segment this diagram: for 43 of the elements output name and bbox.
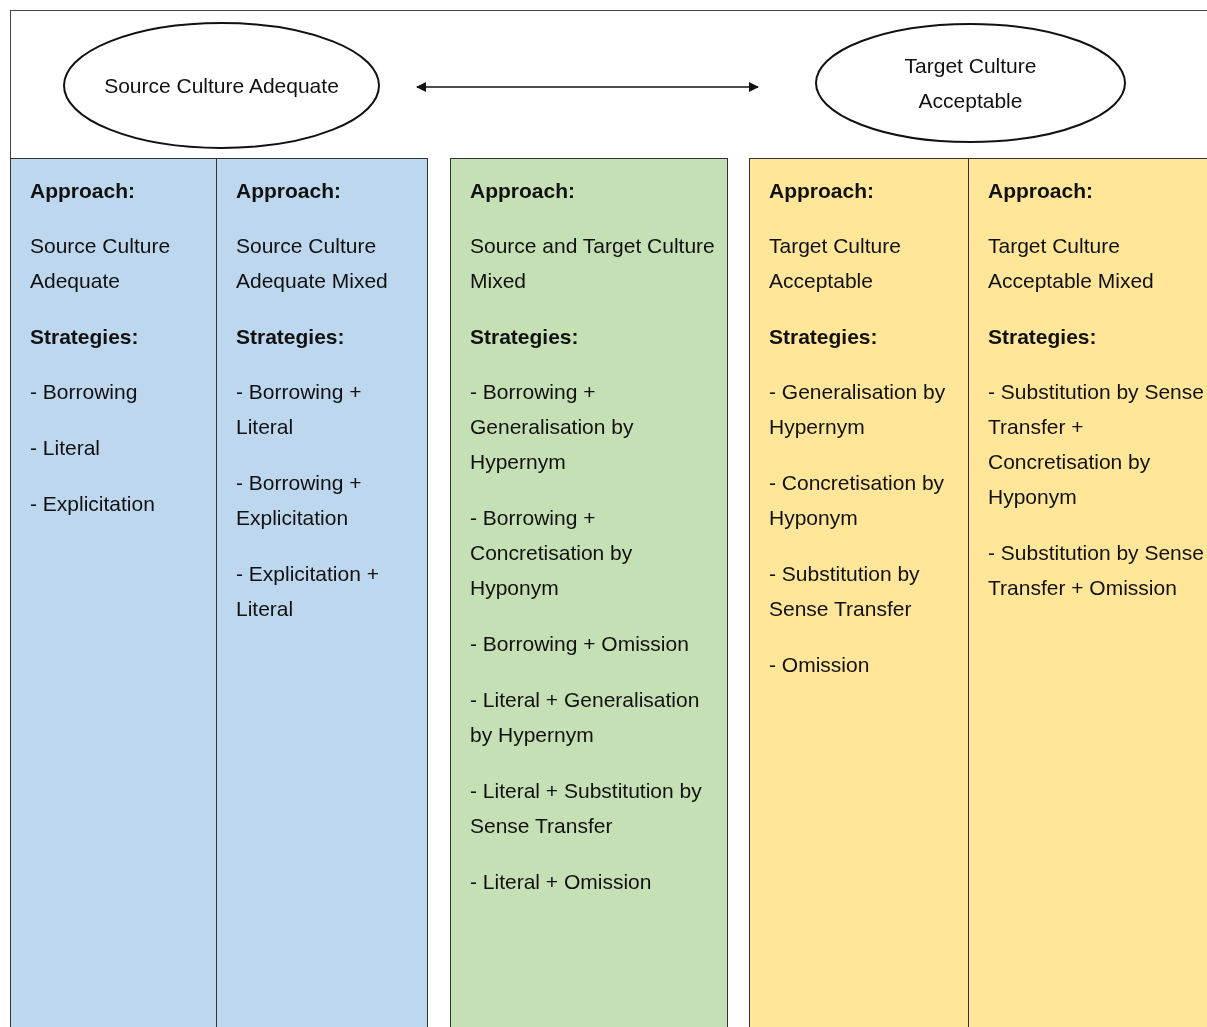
strategy-item: - Literal + Generalisation by Hypernym xyxy=(470,687,701,748)
strategy-item: - Substitution by Sense Transfer + Concretisation by Hyponym xyxy=(988,379,1205,510)
strategy-item: - Substitution by Sense Transfer + Omission xyxy=(988,540,1205,601)
approach-text: Source Culture Adequate Mixed xyxy=(236,233,389,294)
node-label: Source Culture Adequate xyxy=(103,73,340,99)
strategy-item: - Explicitation + Literal xyxy=(236,561,380,622)
ellipse-node xyxy=(815,23,1126,143)
strategy-column xyxy=(450,158,728,1027)
strategy-item: - Omission xyxy=(769,652,871,678)
section-heading: Approach: xyxy=(30,178,136,204)
strategy-item: - Borrowing + Literal xyxy=(236,379,363,440)
section-heading: Approach: xyxy=(988,178,1094,204)
strategy-item: - Literal xyxy=(30,435,102,461)
approach-text: Source Culture Adequate xyxy=(30,233,172,294)
strategy-item: - Explicitation xyxy=(30,491,156,517)
approach-text: Target Culture Acceptable Mixed xyxy=(988,233,1155,294)
strategy-column xyxy=(968,158,1207,1027)
approach-text: Source and Target Culture Mixed xyxy=(470,233,716,294)
section-heading: Approach: xyxy=(470,178,576,204)
section-heading: Strategies: xyxy=(988,324,1098,350)
node-label: Target Culture Acceptable xyxy=(903,53,1038,114)
double-arrow xyxy=(416,82,759,92)
section-heading: Strategies: xyxy=(30,324,140,350)
strategy-item: - Borrowing xyxy=(30,379,139,405)
strategy-item: - Borrowing + Explicitation xyxy=(236,470,363,531)
strategy-item: - Concretisation by Hyponym xyxy=(769,470,946,531)
section-heading: Approach: xyxy=(769,178,875,204)
section-heading: Approach: xyxy=(236,178,342,204)
ellipse-node xyxy=(63,22,380,149)
strategy-item: - Generalisation by Hypernym xyxy=(769,379,947,440)
strategy-item: - Borrowing + Generalisation by Hypernym xyxy=(470,379,635,475)
section-heading: Strategies: xyxy=(769,324,879,350)
approach-text: Target Culture Acceptable xyxy=(769,233,902,294)
strategy-item: - Substitution by Sense Transfer xyxy=(769,561,921,622)
section-heading: Strategies: xyxy=(470,324,580,350)
section-heading: Strategies: xyxy=(236,324,346,350)
strategy-item: - Literal + Substitution by Sense Transfer xyxy=(470,778,703,839)
strategy-item: - Literal + Omission xyxy=(470,869,653,895)
strategy-column xyxy=(749,158,969,1027)
strategy-item: - Borrowing + Omission xyxy=(470,631,690,657)
strategy-column xyxy=(216,158,428,1027)
strategy-item: - Borrowing + Concretisation by Hyponym xyxy=(470,505,634,601)
strategy-column xyxy=(10,158,218,1027)
